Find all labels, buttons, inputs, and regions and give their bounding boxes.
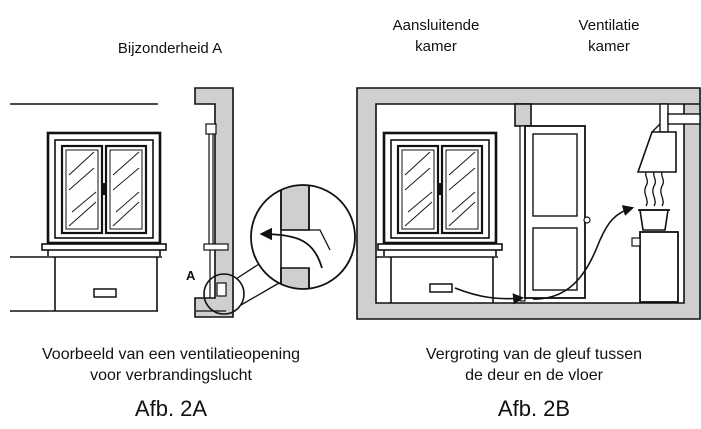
figure-2a [10,103,167,312]
room-walls [356,87,701,320]
window-sill-2b [377,243,503,251]
caption-right-line2: de deur en de vloer [465,367,604,384]
leader-line-top [235,261,263,280]
vent-room-label-line2: kamer [588,38,630,55]
steam-2 [652,171,657,207]
airflow-arrow-to-appliance [532,205,635,300]
figure-label-2a: Afb. 2A [135,396,207,421]
vent-room-label-line1: Ventilatie [579,17,640,34]
adjacent-room-label-line2: kamer [415,38,457,55]
adjacent-room-label-line1: Aansluitende [393,17,480,34]
detail-title: Bijzonderheid A [118,40,222,57]
figure-label-2b: Afb. 2B [498,396,570,421]
window-2a [46,131,162,245]
window-2b [382,131,498,245]
leader-line-bottom [240,282,280,306]
dividing-wall [514,103,532,127]
caption-left-line2: voor verbrandingslucht [90,367,252,384]
door [524,125,591,299]
steam-3 [660,171,665,207]
airflow-arrow-zoom [259,227,323,269]
figure-2b [356,87,701,320]
wall-section [194,87,234,318]
detail-marker: A [186,268,196,283]
vent-grille-2b [429,283,453,293]
zoom-detail [250,184,356,290]
caption-right-line1: Vergroting van de gleuf tussen [426,346,642,363]
detail-a-circle [203,273,245,315]
vent-grille-2a [93,288,117,298]
appliance [631,209,679,303]
extractor-hood [636,103,701,173]
caption-left-line1: Voorbeeld van een ventilatieopening [42,346,300,363]
airflow-arrow-under-door [454,287,525,305]
window-sill [41,243,167,251]
steam-1 [644,171,649,207]
